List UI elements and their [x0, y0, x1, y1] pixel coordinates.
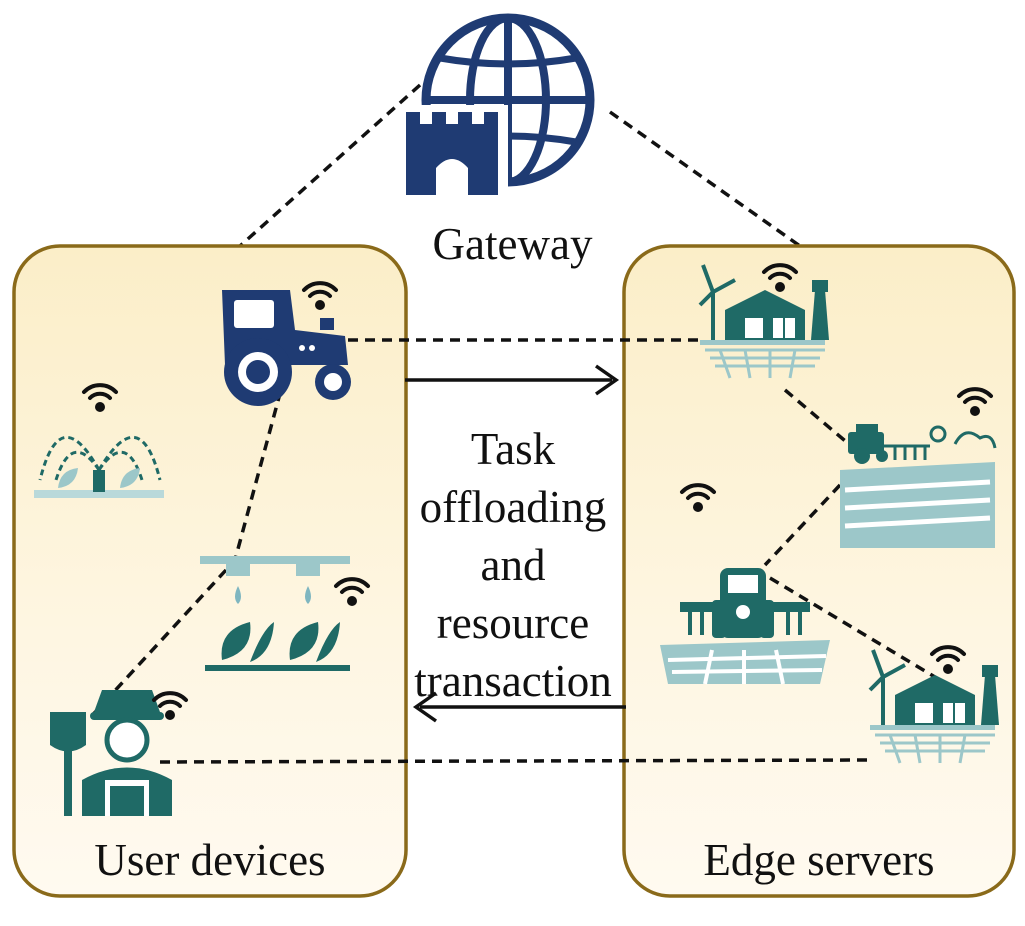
transaction-arrow-left	[412, 691, 626, 723]
farmer-icon	[50, 690, 172, 816]
sprinkler-icon	[34, 436, 164, 498]
center-line: transaction	[414, 656, 612, 706]
user-devices-label: User devices	[94, 835, 326, 885]
drip-irrigation-icon	[200, 556, 350, 671]
user-devices-panel	[12, 244, 408, 898]
center-line: offloading	[419, 482, 607, 532]
harvester-icon	[660, 568, 830, 685]
center-line: resource	[436, 598, 590, 648]
center-line: and	[480, 540, 546, 590]
tractor-icon	[222, 290, 351, 406]
edge-servers-label: Edge servers	[703, 835, 935, 885]
task-offloading-label: Task offloading and resource transaction	[400, 420, 626, 710]
center-line: Task	[470, 424, 556, 474]
gateway-label: Gateway	[432, 219, 593, 269]
offload-arrow-right	[405, 364, 620, 396]
globe-castle-icon	[398, 13, 595, 205]
field-tractor-icon	[840, 424, 997, 548]
